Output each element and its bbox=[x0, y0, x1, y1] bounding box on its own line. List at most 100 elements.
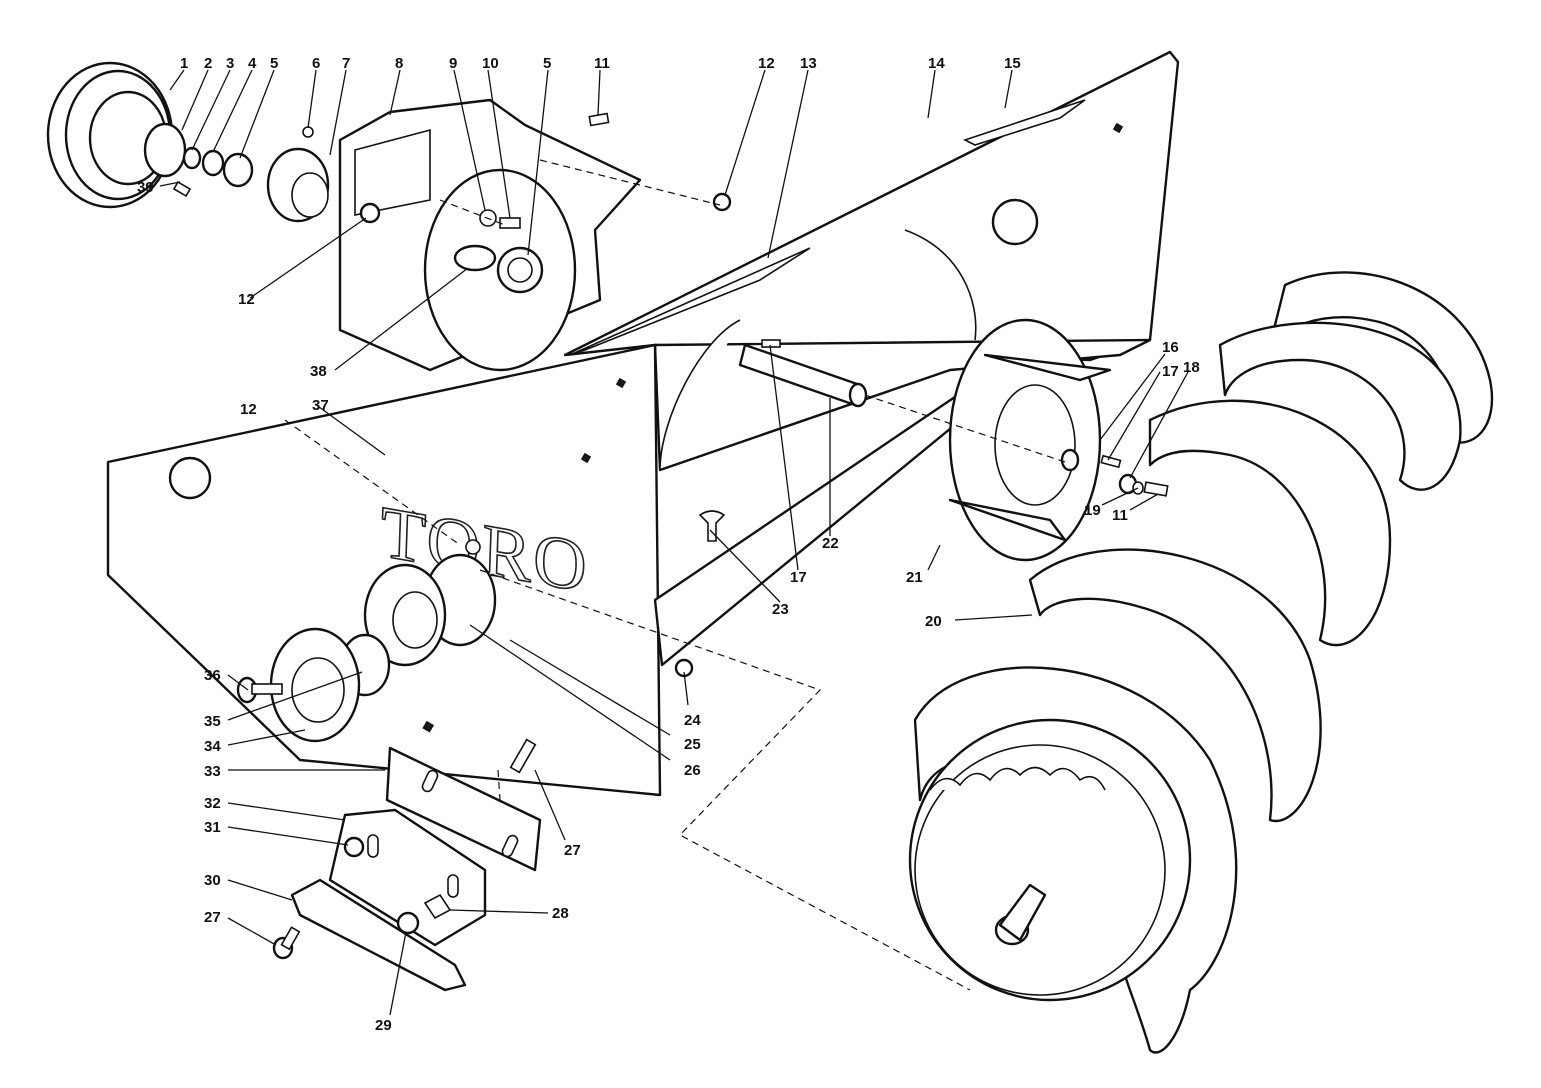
key-39 bbox=[172, 180, 192, 198]
gear-case bbox=[338, 98, 732, 372]
square-hole bbox=[1112, 122, 1124, 134]
flange-7-bore bbox=[291, 172, 329, 218]
skid-slot bbox=[367, 834, 379, 858]
callout-c5a: 5 bbox=[270, 55, 278, 72]
nut-12 bbox=[359, 202, 381, 224]
callout-c36: 36 bbox=[204, 667, 221, 684]
scraper-slot bbox=[421, 769, 439, 793]
bolt-23 bbox=[698, 510, 726, 542]
callout-c16: 16 bbox=[1162, 339, 1179, 356]
callout-c17b: 17 bbox=[790, 569, 807, 586]
callout-c38: 38 bbox=[310, 363, 327, 380]
callout-c18: 18 bbox=[1183, 359, 1200, 376]
callout-c39: 39 bbox=[137, 179, 154, 196]
callout-c5b: 5 bbox=[543, 55, 551, 72]
callout-c25: 25 bbox=[684, 736, 701, 753]
callout-c37: 37 bbox=[312, 397, 329, 414]
fitting-6 bbox=[302, 126, 314, 138]
callout-c7: 7 bbox=[342, 55, 350, 72]
callout-c28: 28 bbox=[552, 905, 569, 922]
callout-c1: 1 bbox=[180, 55, 188, 72]
callout-c22: 22 bbox=[822, 535, 839, 552]
callout-c19: 19 bbox=[1084, 502, 1101, 519]
left-bearing-stack bbox=[236, 539, 497, 743]
callout-c17a: 17 bbox=[1162, 363, 1179, 380]
callout-c29: 29 bbox=[375, 1017, 392, 1034]
callout-c9: 9 bbox=[449, 55, 457, 72]
skid-shoe-30 bbox=[290, 878, 467, 992]
callout-c27a: 27 bbox=[564, 842, 581, 859]
callout-c6: 6 bbox=[312, 55, 320, 72]
housing-curve-right bbox=[904, 229, 977, 341]
decal-13 bbox=[569, 247, 811, 356]
end-plate-hole bbox=[168, 456, 212, 500]
callout-c33: 33 bbox=[204, 763, 221, 780]
nut-31 bbox=[343, 836, 365, 858]
callout-c12b: 12 bbox=[238, 291, 255, 308]
assembly-dashed-lines bbox=[284, 159, 1066, 991]
bearing-5b-bore bbox=[507, 257, 533, 283]
decal-14 bbox=[962, 99, 1086, 146]
square-hole bbox=[422, 720, 434, 733]
nut-12c bbox=[465, 539, 481, 555]
callout-c14: 14 bbox=[928, 55, 945, 72]
auger-end-disc-inner bbox=[914, 744, 1166, 996]
bolt-11b bbox=[1143, 481, 1169, 497]
key-17b bbox=[761, 339, 781, 348]
callout-c11a: 11 bbox=[594, 55, 610, 72]
callout-c31: 31 bbox=[204, 819, 221, 836]
callout-c34: 34 bbox=[204, 738, 221, 755]
impeller-plate-bore bbox=[994, 384, 1076, 506]
key-17a bbox=[1100, 454, 1122, 469]
washer-4 bbox=[201, 149, 225, 177]
auger-flight-2 bbox=[1218, 321, 1462, 491]
callout-c35: 35 bbox=[204, 713, 221, 730]
auger-shaft bbox=[998, 883, 1047, 942]
ring-3 bbox=[182, 146, 202, 170]
callout-c32: 32 bbox=[204, 795, 221, 812]
leader-lines bbox=[159, 69, 1189, 1016]
callout-c8: 8 bbox=[395, 55, 403, 72]
skid-slot bbox=[447, 874, 459, 898]
housing-curve-left bbox=[659, 319, 741, 471]
shaft-22-end bbox=[848, 382, 868, 408]
flange-25-bore bbox=[392, 591, 438, 649]
bolt-27b-shank bbox=[280, 926, 301, 951]
bolt-11 bbox=[588, 112, 610, 127]
nut-12-top bbox=[712, 192, 732, 212]
impeller-fin-top bbox=[983, 353, 1112, 382]
bolt-27a bbox=[509, 738, 537, 774]
auger-serrated-edge bbox=[929, 766, 1106, 791]
callout-c12c: 12 bbox=[240, 401, 257, 418]
pulley-assembly bbox=[46, 61, 610, 223]
scraper-slot bbox=[501, 834, 519, 858]
nut-29 bbox=[396, 911, 420, 935]
impeller-fin-bottom bbox=[948, 498, 1067, 542]
callout-c26: 26 bbox=[684, 762, 701, 779]
callout-c24: 24 bbox=[684, 712, 701, 729]
callout-c2: 2 bbox=[204, 55, 212, 72]
callout-c12a: 12 bbox=[758, 55, 775, 72]
callout-c11b: 11 bbox=[1112, 507, 1128, 524]
bolt-36-shank bbox=[251, 683, 283, 695]
callout-c20: 20 bbox=[925, 613, 942, 630]
square-hole bbox=[580, 452, 592, 464]
gear-case-side bbox=[354, 128, 431, 216]
callout-c27b: 27 bbox=[204, 909, 221, 926]
callout-c21: 21 bbox=[906, 569, 923, 586]
callout-c15: 15 bbox=[1004, 55, 1021, 72]
callout-c10: 10 bbox=[482, 55, 499, 72]
auger-20 bbox=[908, 271, 1493, 1054]
scraper-skid-assembly bbox=[272, 510, 726, 992]
callout-c3: 3 bbox=[226, 55, 234, 72]
callout-c13: 13 bbox=[800, 55, 817, 72]
bearing-5 bbox=[222, 152, 254, 188]
square-hole bbox=[615, 377, 627, 389]
callout-c30: 30 bbox=[204, 872, 221, 889]
shaft-38 bbox=[453, 244, 497, 272]
callout-c23: 23 bbox=[772, 601, 789, 618]
callout-c4: 4 bbox=[248, 55, 257, 72]
